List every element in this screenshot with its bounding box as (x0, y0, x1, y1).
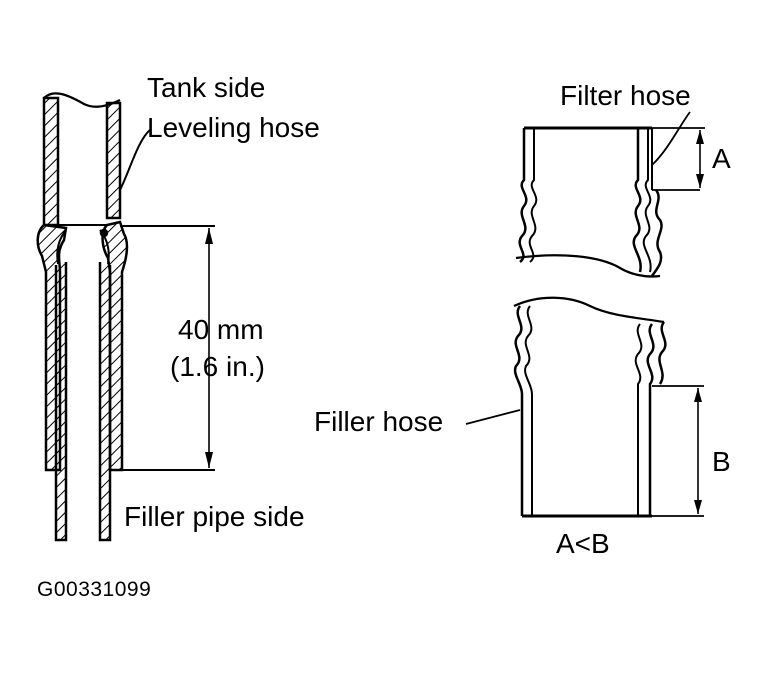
leveling-hose-right-wall (105, 101, 122, 220)
figure-code: G00331099 (37, 578, 152, 601)
label-dimension-in: (1.6 in.) (170, 351, 265, 382)
label-relation: A<B (556, 528, 610, 559)
filler-pipe-right-wall (98, 262, 112, 542)
label-dimension-a: A (712, 143, 731, 174)
filter-hose-upper-diagram (515, 111, 705, 278)
filler-pipe-left-wall (54, 262, 68, 542)
filler-hose-lower-diagram (465, 296, 704, 518)
label-filter-hose: Filter hose (560, 80, 691, 111)
label-leveling-hose: Leveling hose (147, 112, 320, 143)
label-filler-hose: Filler hose (314, 406, 444, 437)
leveling-hose-left-diagram (36, 92, 215, 542)
leader-tank-side (119, 129, 151, 191)
label-dimension-b: B (712, 446, 731, 477)
leveling-hose-break-line (43, 92, 121, 108)
label-filler-pipe-side: Filler pipe side (124, 501, 305, 532)
leveling-hose-left-wall (42, 96, 60, 227)
label-dimension-mm: 40 mm (178, 314, 264, 345)
label-tank-side: Tank side (147, 72, 266, 103)
